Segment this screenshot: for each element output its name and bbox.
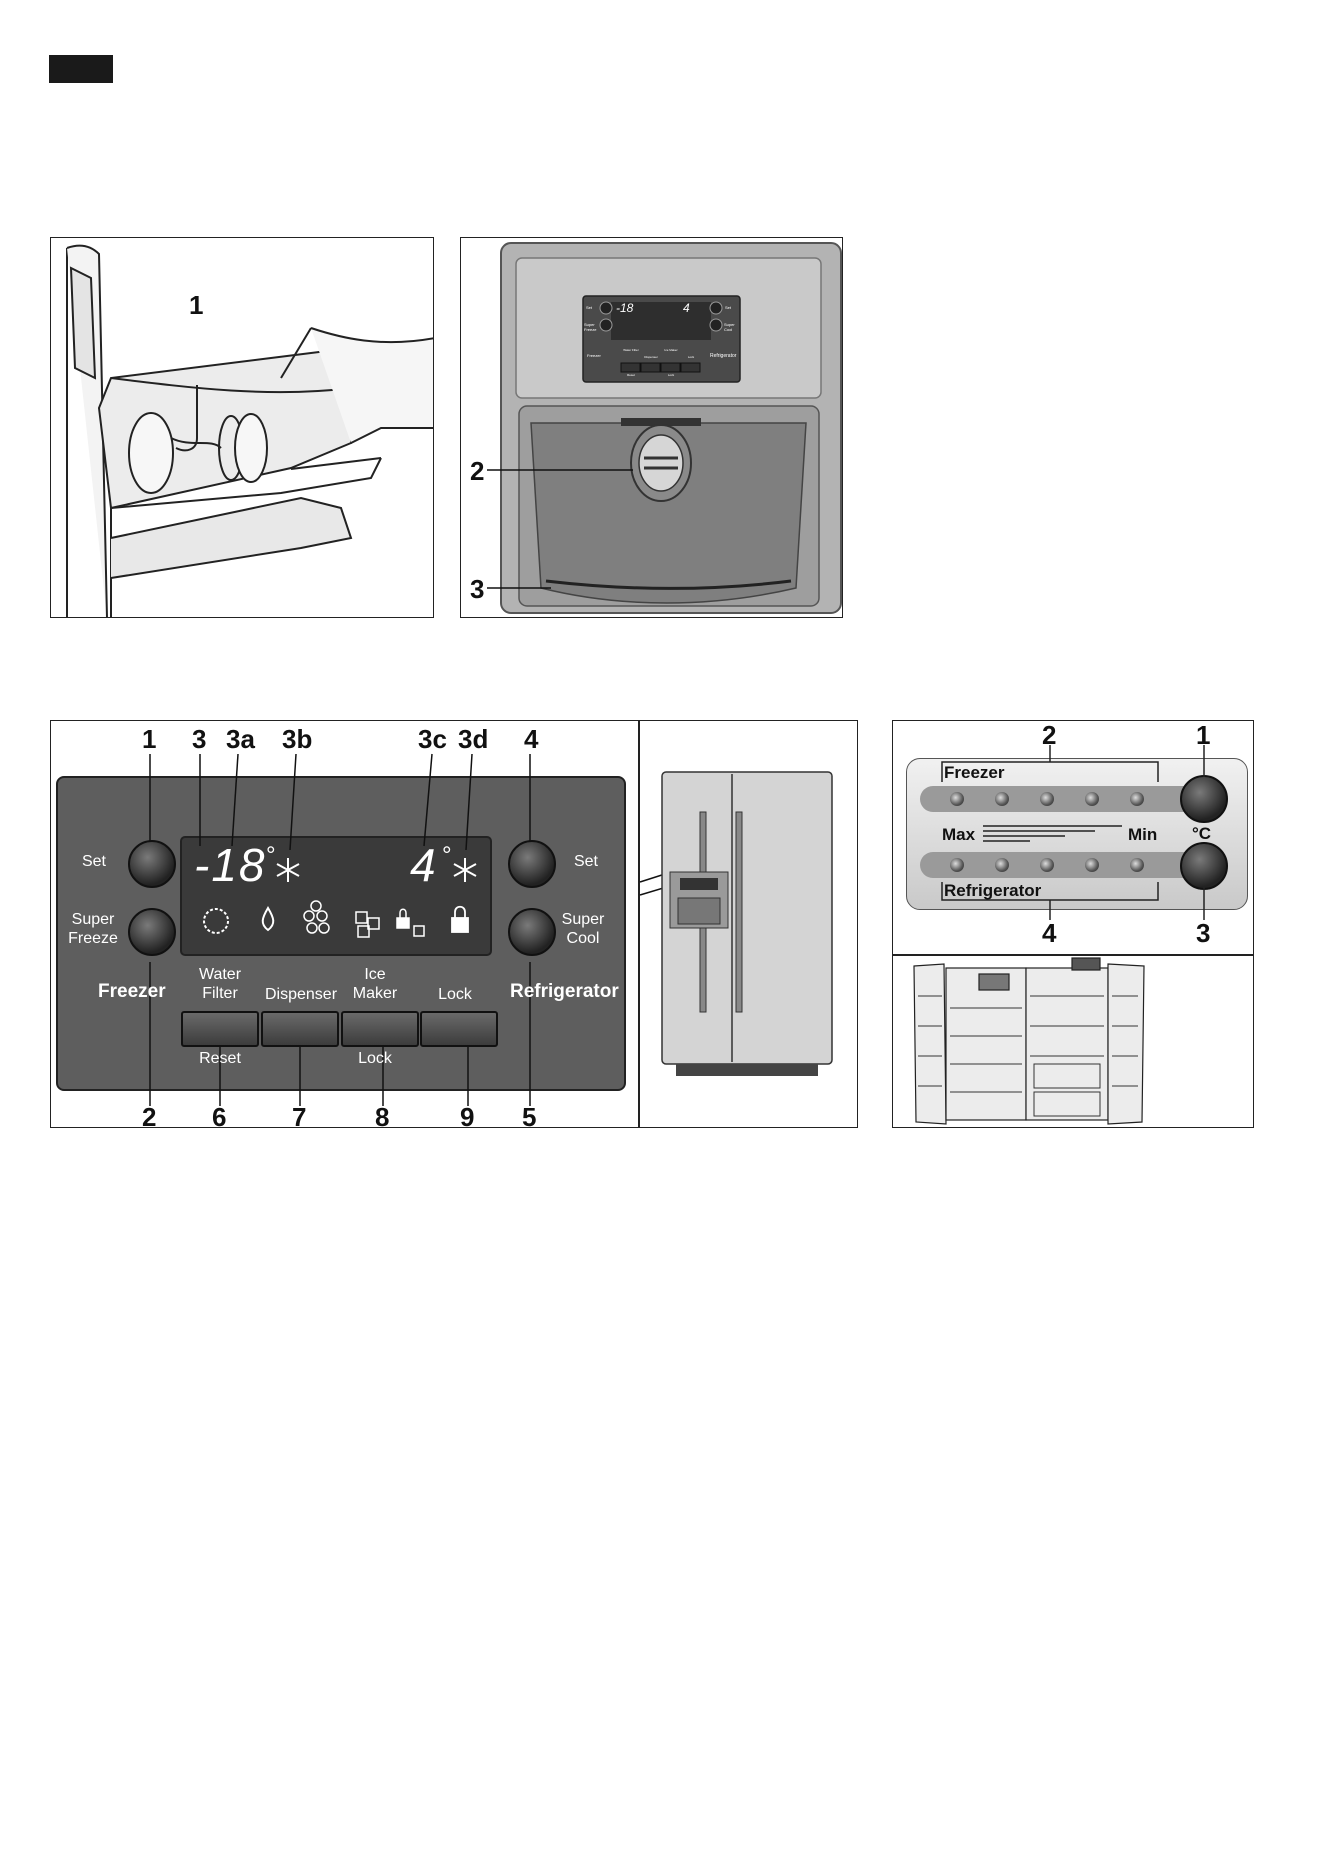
internal-callout-3: 3 xyxy=(1196,918,1210,949)
open-refrigerator-drawing xyxy=(894,956,1252,1126)
internal-callout-1: 1 xyxy=(1196,720,1210,751)
internal-callout-2: 2 xyxy=(1042,720,1056,751)
internal-callout-4: 4 xyxy=(1042,918,1056,949)
